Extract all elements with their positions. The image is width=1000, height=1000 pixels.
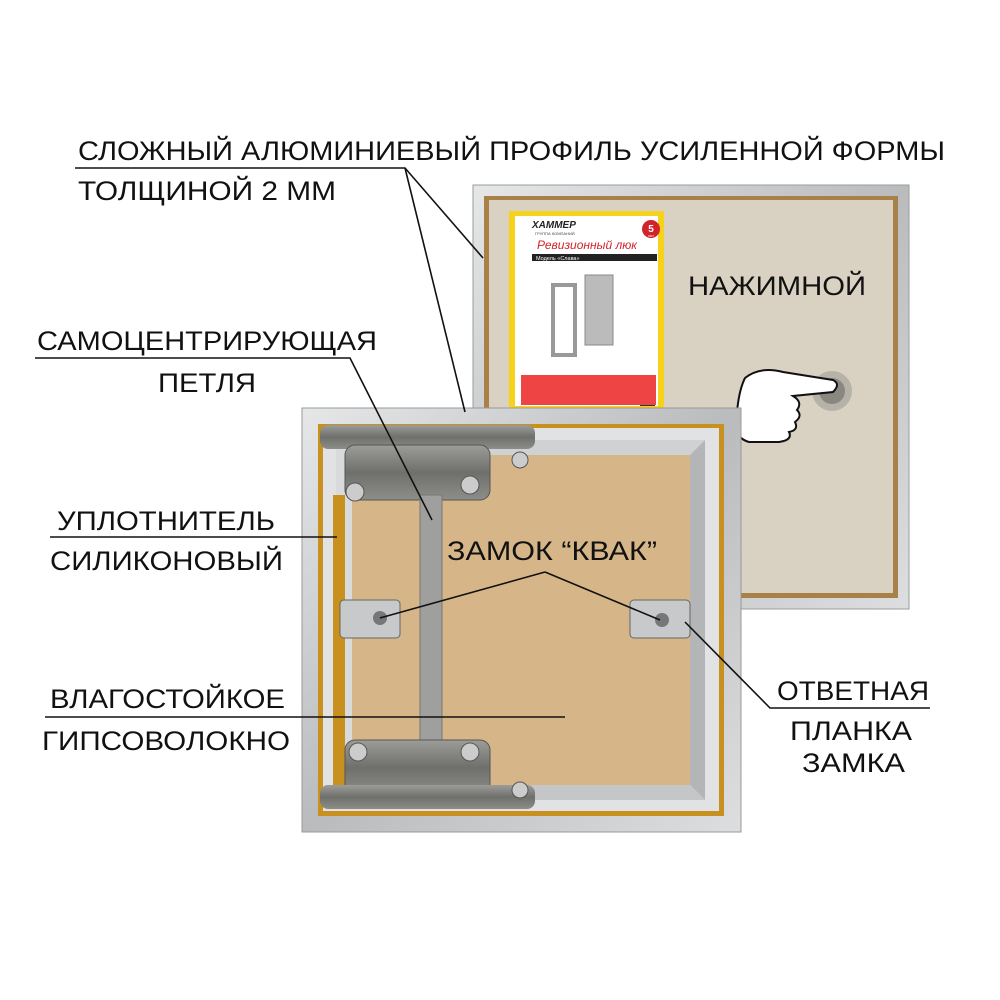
bottom-hinge <box>320 739 535 809</box>
annotation-seal-line2: СИЛИКОНОВЫЙ <box>50 545 283 576</box>
annotation-profile-line1: СЛОЖНЫЙ АЛЮМИНИЕВЫЙ ПРОФИЛЬ УСИЛЕННОЙ ФО… <box>78 135 945 166</box>
label-brand-sub: ГРУППА КОМПАНИЙ <box>535 231 575 236</box>
annotation-strike-line2: ПЛАНКА <box>790 716 912 746</box>
annotation-push: НАЖИМНОЙ <box>688 270 866 301</box>
warranty-number: 5 <box>648 224 654 235</box>
annotation-strike-line3: ЗАМКА <box>802 748 905 778</box>
annotation-hinge-line1: САМОЦЕНТРИРУЮЩАЯ <box>37 326 377 356</box>
annotation-hinge-line2: ПЕТЛЯ <box>158 368 256 398</box>
leader-lines <box>35 167 930 718</box>
annotation-profile-line2: ТОЛЩИНОЙ 2 ММ <box>78 175 336 206</box>
label-title: Ревизионный люк <box>537 238 638 252</box>
left-lock <box>339 599 401 639</box>
warranty-badge <box>642 220 660 238</box>
label-brand: ХАММЕР <box>531 220 576 231</box>
annotation-board-line1: ВЛАГОСТОЙКОЕ <box>50 683 285 714</box>
annotation-board-line2: ГИПСОВОЛОКНО <box>42 726 290 756</box>
warranty-unit: ЛЕТ <box>648 234 654 238</box>
annotation-strike-line1: ОТВЕТНАЯ <box>777 676 929 706</box>
label-model: Модель «Слава» <box>536 256 580 262</box>
right-strike-plate <box>629 599 691 639</box>
annotation-lock: ЗАМОК “КВАК” <box>447 536 657 566</box>
hinge-bar <box>419 494 443 756</box>
product-label: ХАММЕР ГРУППА КОМПАНИЙ 5 ЛЕТ Ревизионный… <box>509 211 664 411</box>
annotation-seal-line1: УПЛОТНИТЕЛЬ <box>57 506 275 536</box>
top-hinge <box>320 425 535 502</box>
